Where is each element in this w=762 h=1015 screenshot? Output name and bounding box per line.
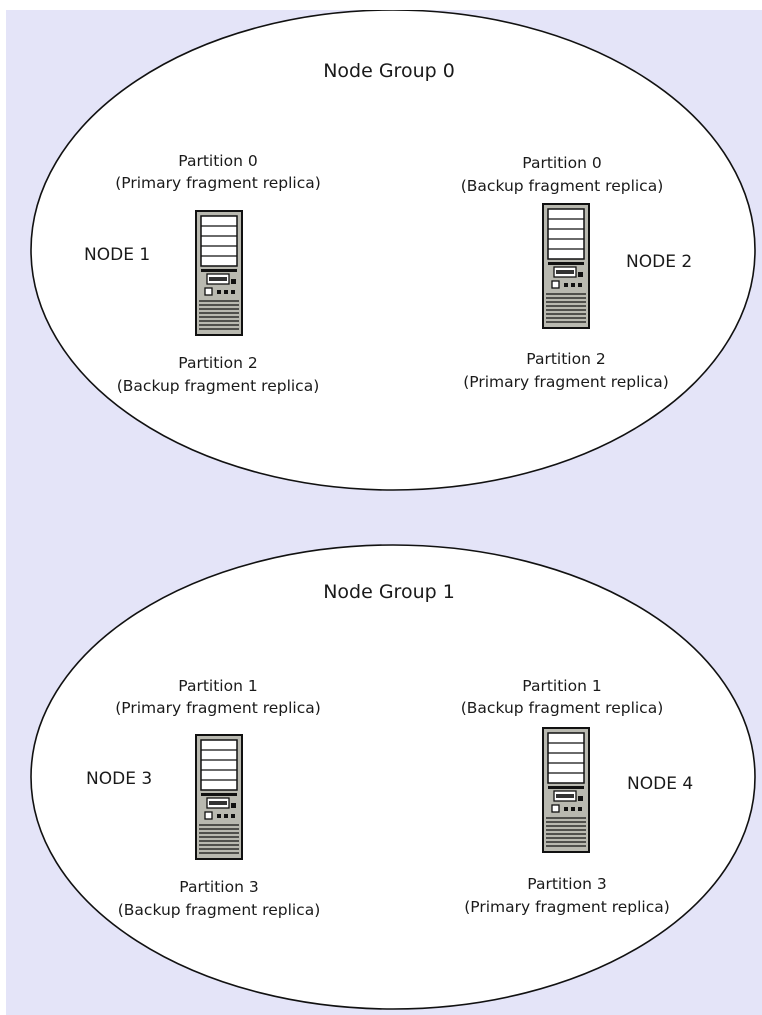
node-2-label: NODE 2	[626, 252, 693, 272]
node-4-top-partition: Partition 1	[522, 677, 602, 695]
node-1-top-role: (Primary fragment replica)	[115, 174, 321, 192]
node-4-top-role: (Backup fragment replica)	[460, 699, 664, 717]
node-1-bottom-role: (Backup fragment replica)	[116, 377, 320, 395]
node-group-0-ellipse	[30, 10, 756, 491]
node-2-bottom-role: (Primary fragment replica)	[463, 373, 669, 391]
node-3-label: NODE 3	[86, 769, 153, 789]
node-group-1-ellipse	[30, 544, 756, 1010]
node-1-label: NODE 1	[84, 245, 151, 265]
node-4-label: NODE 4	[627, 774, 694, 794]
node-1-top-partition: Partition 0	[178, 152, 258, 170]
node-2-top-partition: Partition 0	[522, 154, 602, 172]
node-3-bottom-role: (Backup fragment replica)	[117, 901, 321, 919]
node-3-bottom-partition: Partition 3	[179, 878, 259, 896]
group-ellipses	[30, 10, 756, 1010]
node-3-top-role: (Primary fragment replica)	[115, 699, 321, 717]
node-4-bottom-partition: Partition 3	[527, 875, 607, 893]
node-group-1-title: Node Group 1	[323, 581, 455, 603]
node-4-bottom-role: (Primary fragment replica)	[464, 898, 670, 916]
node-2-top-role: (Backup fragment replica)	[460, 177, 664, 195]
diagram-canvas: Node Group 0 Partition 0 (Primary fragme…	[6, 10, 762, 1015]
node-group-0-title: Node Group 0	[323, 60, 455, 82]
node-3-top-partition: Partition 1	[178, 677, 258, 695]
node-2-bottom-partition: Partition 2	[526, 350, 606, 368]
node-1-bottom-partition: Partition 2	[178, 354, 258, 372]
